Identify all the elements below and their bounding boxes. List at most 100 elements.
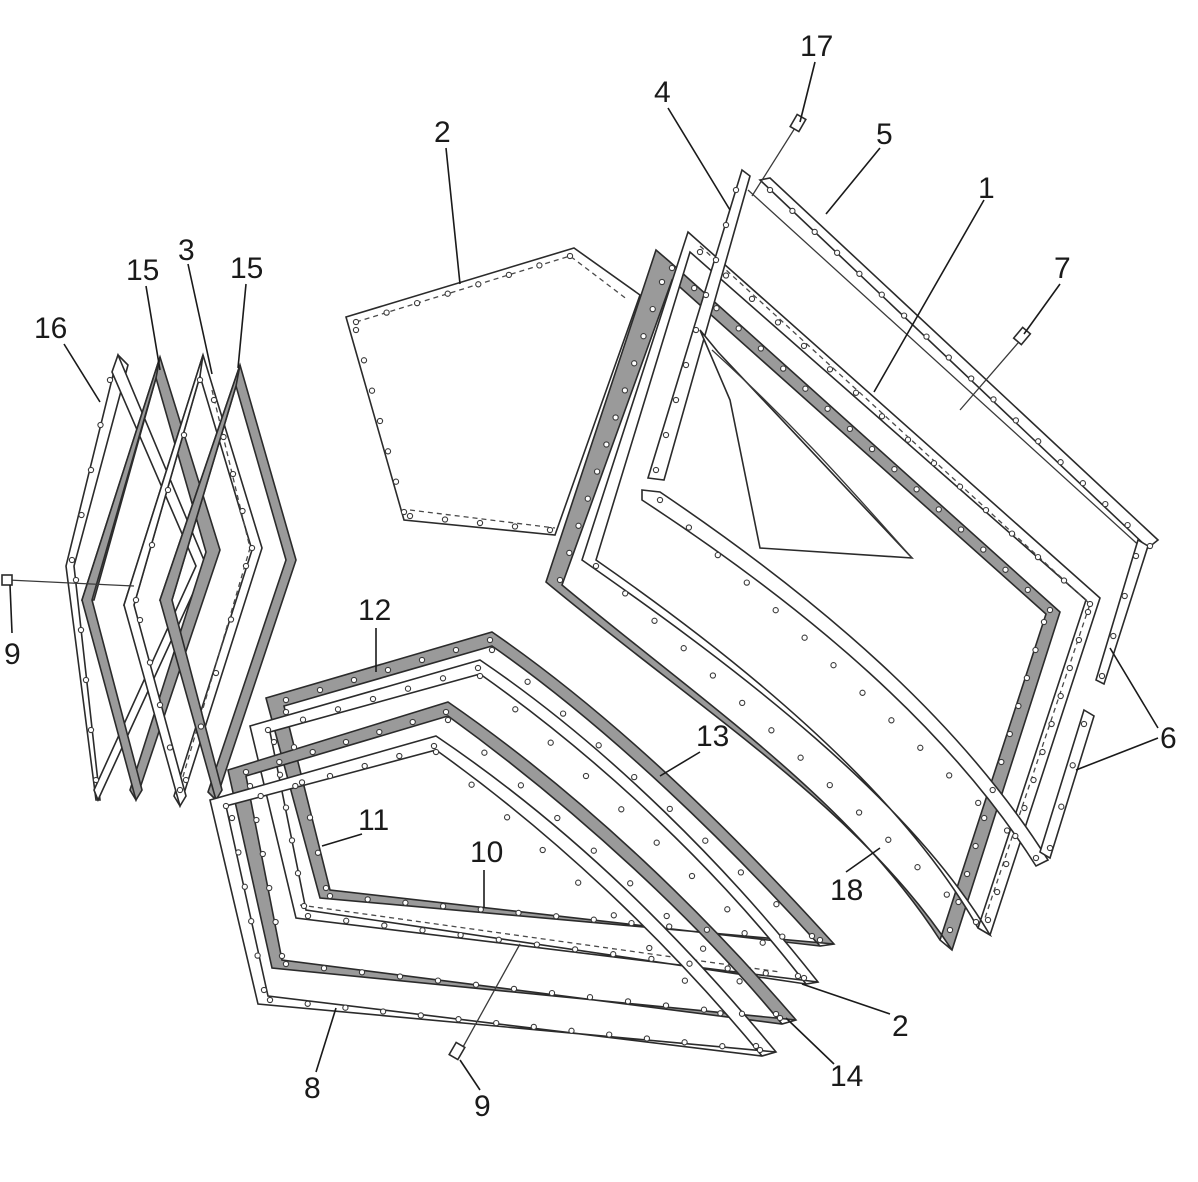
fastener-hole	[732, 186, 740, 194]
fastener-hole	[294, 870, 302, 877]
fastener-hole	[439, 675, 447, 682]
callout-10: 10	[470, 836, 503, 869]
fastener-hole	[1110, 632, 1117, 640]
fastener-hole	[759, 939, 766, 946]
fastener-hole	[891, 466, 898, 473]
fastener-hole	[87, 466, 95, 474]
fastener-hole	[1146, 542, 1154, 550]
fastener-hole	[779, 933, 786, 940]
fastener-hole	[859, 689, 866, 696]
fastener-hole	[342, 1004, 349, 1011]
fastener-hole	[554, 814, 561, 822]
fastener-hole	[646, 944, 653, 952]
fastener-hole	[855, 809, 863, 816]
fastener-hole	[702, 291, 710, 299]
fastener-hole	[396, 752, 403, 760]
fastener-hole	[686, 960, 693, 967]
fastener-hole	[1002, 566, 1009, 573]
fastener-hole	[290, 744, 298, 751]
fastener-hole	[652, 466, 660, 474]
fastener-hole	[304, 1000, 311, 1007]
fastener-hole	[254, 952, 261, 959]
callout-labels: 17 4 5 1 2 7 3 15 15 16 9 12 13 11 10 18…	[4, 30, 1177, 1123]
part-5-top-strip	[747, 177, 1160, 551]
fastener-hole	[816, 936, 824, 944]
fastener-hole	[72, 576, 80, 584]
fastener-hole	[622, 590, 629, 597]
fastener-hole	[77, 626, 85, 634]
fastener-hole	[624, 998, 632, 1005]
callout-7: 7	[1054, 252, 1071, 285]
part-8-outer-frame	[209, 735, 778, 1057]
fastener-hole	[1080, 720, 1088, 728]
fastener-hole	[368, 387, 376, 394]
fastener-hole	[586, 994, 594, 1001]
right-frame-stack	[545, 113, 1160, 952]
fastener-hole	[404, 685, 412, 692]
fastener-hole	[260, 986, 268, 994]
fastener-hole	[649, 305, 656, 313]
fastener-hole	[1012, 417, 1020, 424]
fastener-hole	[566, 549, 573, 557]
fastener-hole	[691, 284, 698, 292]
fastener-hole	[702, 837, 709, 844]
fastener-hole	[241, 883, 248, 890]
fastener-hole	[663, 912, 670, 920]
fastener-hole	[383, 309, 390, 316]
fastener-hole	[980, 546, 987, 553]
fastener-hole	[1006, 730, 1013, 738]
fastener-hole	[481, 749, 488, 756]
fastener-hole	[1039, 748, 1046, 756]
fastener-hole	[826, 366, 834, 373]
fastener-hole	[628, 919, 635, 927]
fastener-hole	[384, 666, 392, 674]
fastener-hole	[648, 955, 655, 963]
fastener-hole	[476, 672, 484, 680]
fastener-hole	[409, 718, 416, 726]
fastener-hole	[242, 768, 250, 776]
fastener-hole	[681, 1039, 688, 1046]
leader-lines	[63, 61, 1159, 1091]
fastener-hole	[968, 375, 975, 382]
fastener-hole	[266, 996, 274, 1004]
fastener-hole	[643, 1035, 651, 1042]
fastener-hole	[1069, 762, 1076, 769]
fastener-hole	[741, 930, 748, 937]
part-6-strips	[1039, 538, 1149, 860]
fastener-hole	[780, 365, 787, 372]
fastener-hole	[593, 468, 601, 475]
fastener-hole	[1008, 530, 1016, 537]
fastener-hole	[78, 511, 85, 519]
fastener-hole	[703, 926, 711, 933]
callout-4: 4	[654, 76, 671, 109]
fastener-hole	[548, 989, 556, 997]
fastener-hole	[227, 616, 235, 623]
fastener-hole	[722, 221, 730, 229]
fastener-hole	[517, 782, 525, 789]
fastener-holes	[68, 186, 1154, 1054]
fastener-hole	[441, 516, 449, 523]
fastener-hole	[752, 1042, 760, 1050]
fastener-hole	[309, 748, 316, 756]
fastener-hole	[800, 342, 808, 350]
fastener-hole	[640, 333, 647, 340]
fastener-hole	[713, 305, 720, 312]
fastener-hole	[486, 636, 494, 644]
fastener-hole	[352, 326, 360, 334]
fastener-hole	[900, 312, 908, 319]
fastener-hole	[474, 664, 482, 672]
fastener-hole	[1057, 692, 1064, 700]
fastener-hole	[1098, 672, 1106, 680]
fastener-hole	[582, 772, 590, 780]
fastener-hole	[364, 896, 371, 903]
fastener-hole	[264, 726, 272, 734]
fastener-hole	[166, 744, 174, 751]
fastener-hole	[515, 909, 522, 917]
fastener-hole	[743, 579, 750, 586]
fastener-hole	[239, 507, 246, 515]
fastener-hole	[228, 814, 236, 822]
fastener-hole	[87, 726, 95, 734]
fastener-hole	[1035, 438, 1042, 445]
fastener-hole	[392, 478, 400, 485]
